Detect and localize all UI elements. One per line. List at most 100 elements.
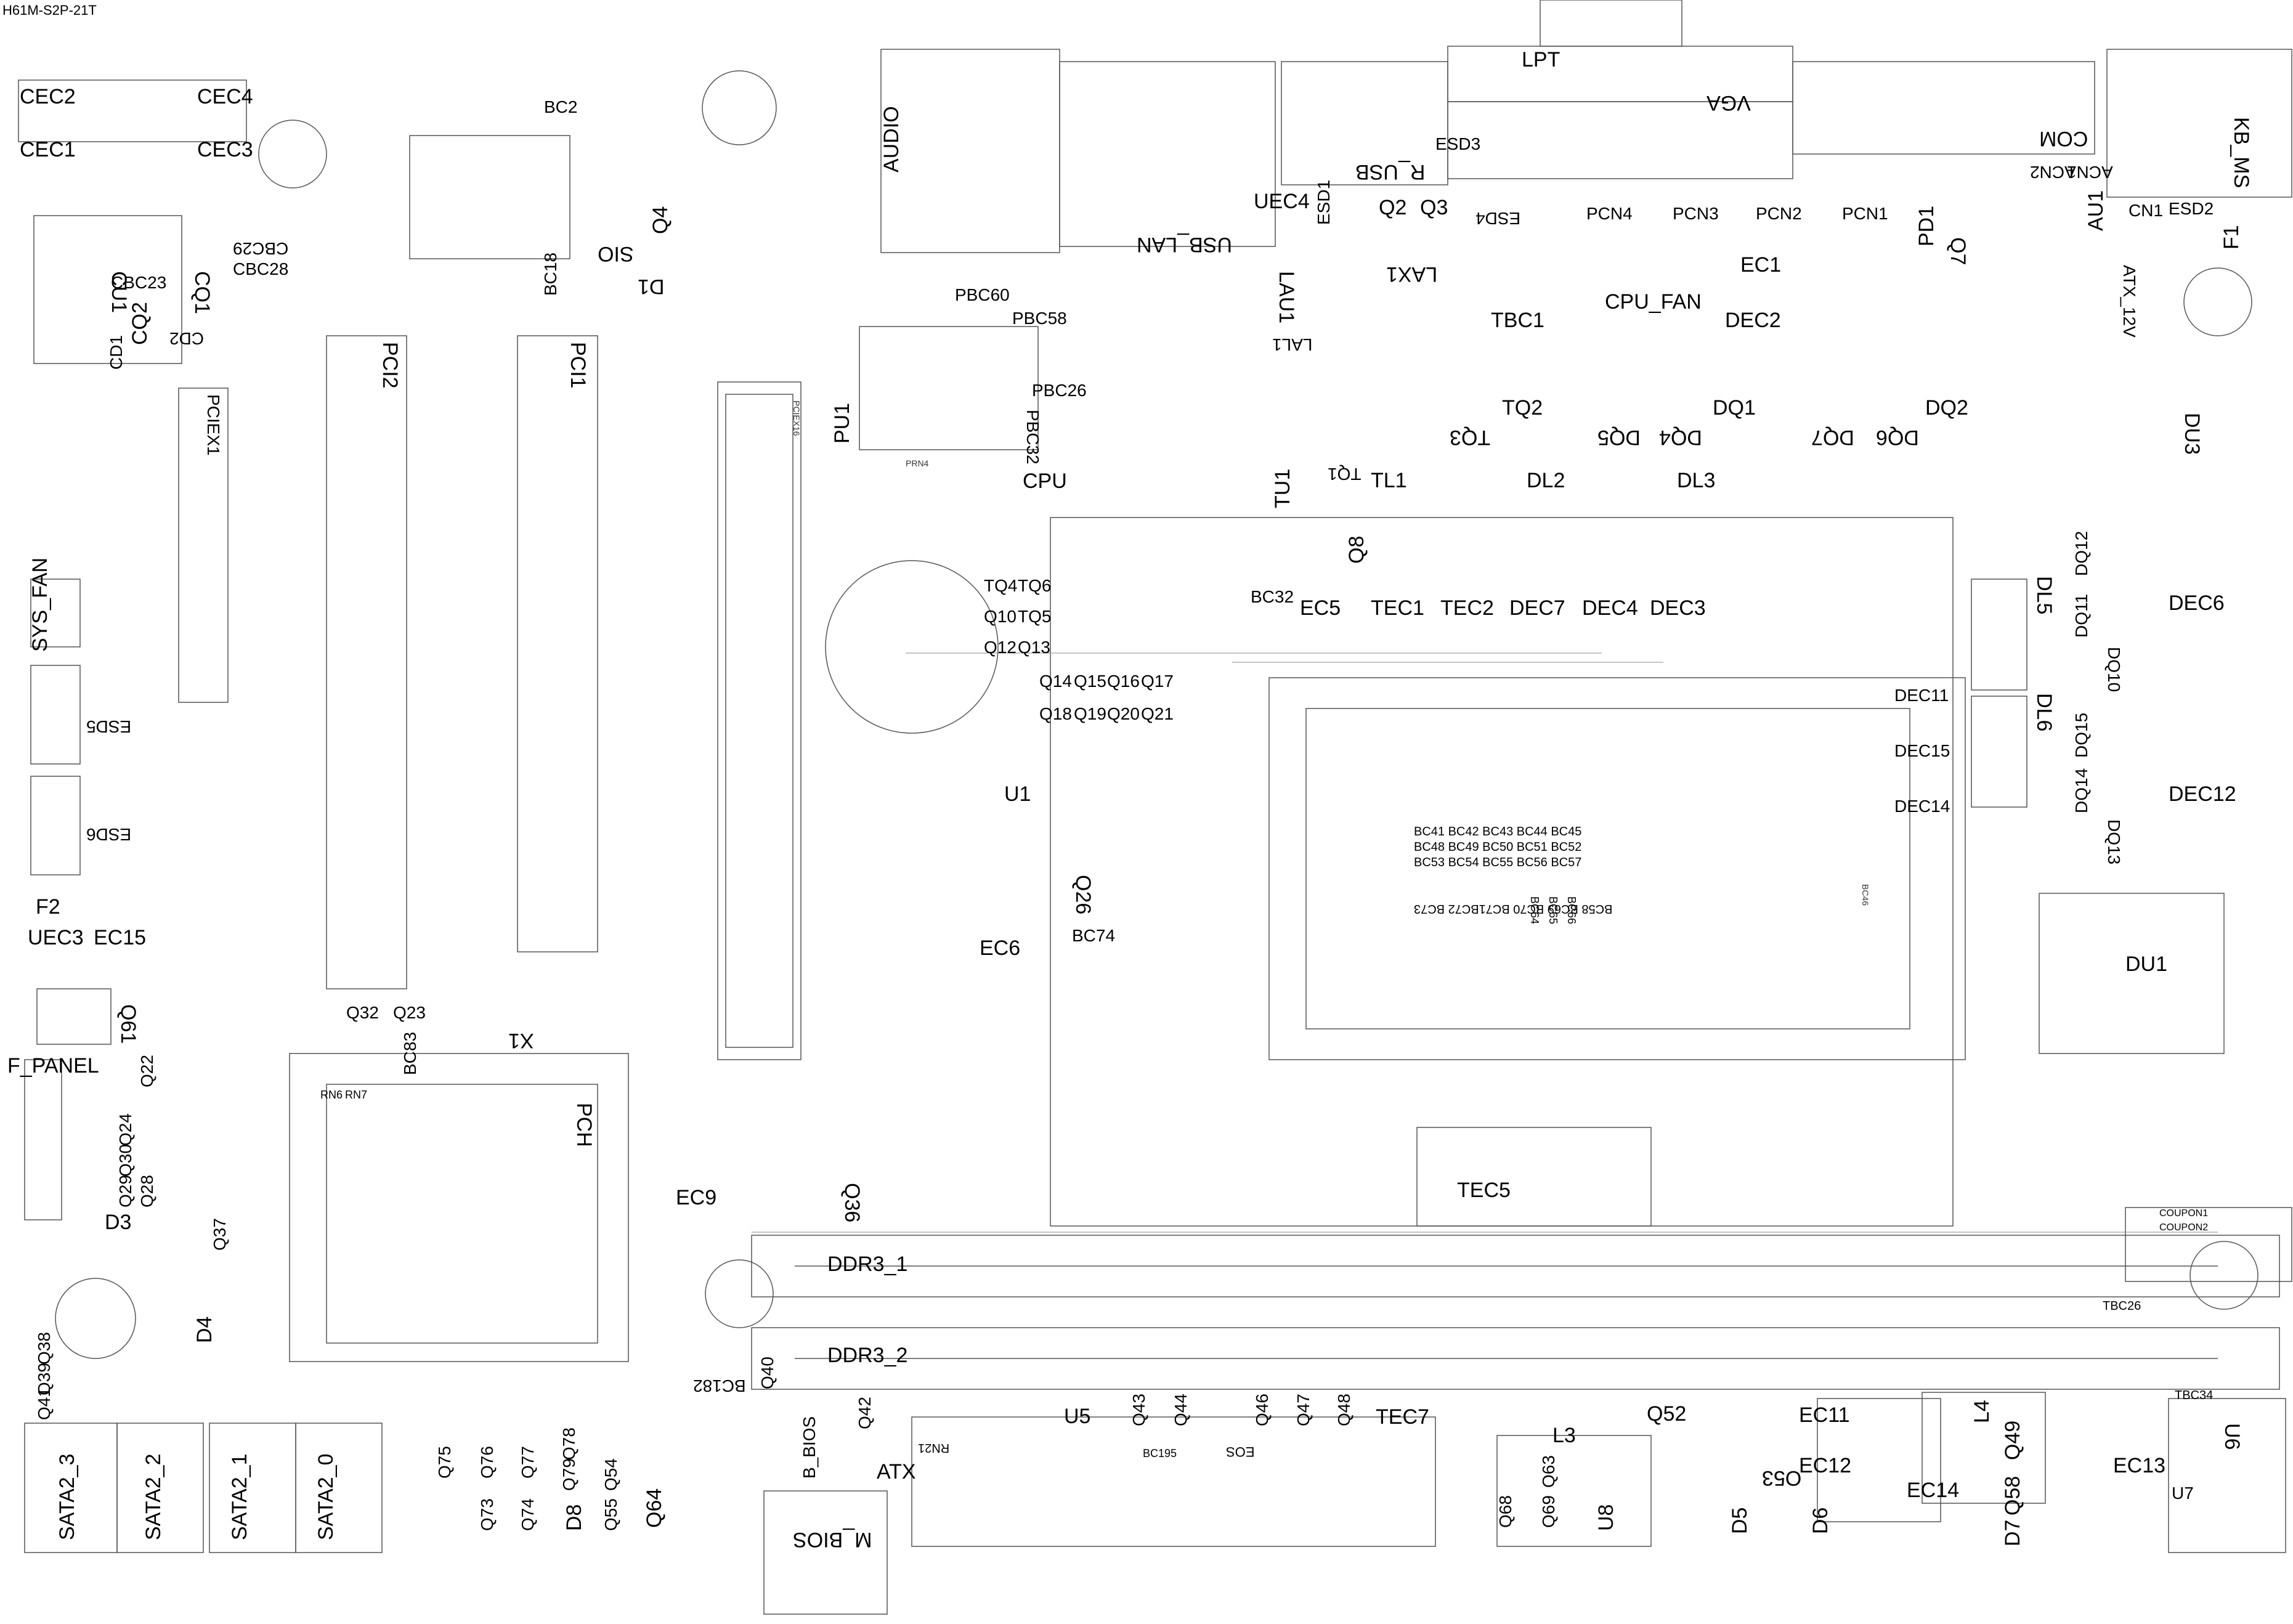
label-d8: D8 <box>562 1504 586 1531</box>
label-q29: Q29 <box>116 1175 135 1208</box>
label-pbc58: PBC58 <box>1012 309 1067 328</box>
label-f-panel: F_PANEL <box>7 1054 99 1078</box>
label-q42: Q42 <box>855 1397 874 1429</box>
label-q54: Q54 <box>601 1458 620 1491</box>
label-esd1: ESD1 <box>1314 179 1333 225</box>
sata2-0 <box>296 1423 382 1553</box>
pci1-slot <box>517 336 598 952</box>
label-q76: Q76 <box>477 1446 497 1479</box>
label-pci1: PCI1 <box>566 342 590 389</box>
sys-fan-header <box>31 579 80 647</box>
label-dq13: DQ13 <box>2104 819 2124 865</box>
label-coupon1: COUPON1 <box>2159 1208 2209 1219</box>
esd6-area <box>31 776 80 875</box>
label-q22: Q22 <box>137 1055 156 1087</box>
label-cd1: CD1 <box>107 335 126 370</box>
label-rn6: RN6 <box>320 1089 343 1101</box>
label-q36: Q36 <box>840 1183 864 1223</box>
label-q77: Q77 <box>518 1446 537 1479</box>
label-esd5: ESD5 <box>86 717 132 736</box>
label-tec7: TEC7 <box>1376 1405 1429 1429</box>
label-lpt: LPT <box>1522 48 1560 71</box>
label-tq3: TQ3 <box>1450 426 1491 449</box>
label-bc-row3: BC53 BC54 BC55 BC56 BC57 <box>1414 856 1582 869</box>
label-bc65: BC65 <box>1547 896 1559 925</box>
board-model-title: H61M-S2P-21T <box>2 2 97 18</box>
label-q58: Q58 <box>2001 1476 2024 1516</box>
label-pciex1: PCIEX1 <box>204 394 223 456</box>
label-lau1: LAU1 <box>1275 271 1298 324</box>
pu1-area <box>859 327 1038 450</box>
dl6-inductor <box>1971 696 2027 807</box>
label-dl5: DL5 <box>2032 576 2056 615</box>
lpt-bracket <box>1540 0 1682 46</box>
label-ec13: EC13 <box>2113 1454 2166 1477</box>
pciex1-slot <box>179 388 228 702</box>
label-ec11: EC11 <box>1799 1403 1850 1427</box>
label-pcn3: PCN3 <box>1673 204 1719 223</box>
mounting-hole-bottom-left <box>55 1278 136 1358</box>
label-l4: L4 <box>1970 1400 1994 1423</box>
label-q4: Q4 <box>649 206 672 234</box>
label-esd2: ESD2 <box>2169 199 2214 218</box>
cec-area <box>18 80 246 142</box>
label-cbc28: CBC28 <box>233 259 289 278</box>
label-bc182: BC182 <box>693 1376 746 1395</box>
label-q63: Q63 <box>1539 1455 1558 1488</box>
label-bc-row1: BC41 BC42 BC43 BC44 BC45 <box>1414 825 1582 838</box>
label-q64: Q64 <box>643 1488 666 1528</box>
label-q75: Q75 <box>435 1446 454 1479</box>
label-cn1: CN1 <box>2129 201 2164 220</box>
pch-outer <box>290 1054 628 1362</box>
ddr3-1-slot <box>752 1235 2279 1297</box>
label-atx: ATX <box>877 1460 916 1484</box>
label-tq1: TQ1 <box>1328 465 1362 484</box>
label-m-bios: M_BIOS <box>793 1528 872 1551</box>
label-q30: Q30 <box>116 1144 135 1177</box>
label-uec3: UEC3 <box>28 926 84 949</box>
label-q7: Q7 <box>1946 237 1970 266</box>
label-pciex16: PCIEX16 <box>792 400 802 436</box>
label-q20: Q20 <box>1107 704 1140 723</box>
l3-inductor <box>1497 1435 1651 1546</box>
label-dq5: DQ5 <box>1597 426 1641 449</box>
label-dl2: DL2 <box>1527 469 1565 492</box>
cpu-socket-outline <box>1050 518 1953 1226</box>
label-atx-12v: ATX_12V <box>2120 265 2139 338</box>
label-dec12: DEC12 <box>2169 782 2236 806</box>
label-dq6: DQ6 <box>1876 426 1919 449</box>
label-f1: F1 <box>2220 225 2243 250</box>
label-q48: Q48 <box>1334 1394 1353 1426</box>
label-q44: Q44 <box>1171 1394 1190 1426</box>
label-q32: Q32 <box>346 1003 379 1022</box>
label-q14: Q14 <box>1039 672 1072 691</box>
label-d3: D3 <box>105 1211 132 1234</box>
label-pci2: PCI2 <box>378 342 402 389</box>
label-com: COM <box>2039 127 2088 150</box>
label-q78: Q78 <box>559 1427 578 1460</box>
label-bc-row2: BC48 BC49 BC50 BC51 BC52 <box>1414 840 1582 854</box>
label-d1: D1 <box>638 275 665 298</box>
label-q74: Q74 <box>518 1498 537 1531</box>
label-kb-ms: KB_MS <box>2230 117 2253 189</box>
label-ec12: EC12 <box>1799 1454 1852 1477</box>
label-bc46: BC46 <box>1861 884 1870 906</box>
l4-inductor <box>1922 1392 2045 1503</box>
label-dq15: DQ15 <box>2072 712 2091 758</box>
label-dq10: DQ10 <box>2104 647 2124 692</box>
label-bc-row4: BC58 BC69 BC70 BC71BC72 BC73 <box>1414 902 1613 916</box>
label-du1: DU1 <box>2125 952 2168 976</box>
label-q10: Q10 <box>984 607 1017 626</box>
u6-area <box>2169 1399 2286 1553</box>
mounting-hole-bottom-mid <box>705 1260 773 1328</box>
usb-lan-block <box>1060 62 1275 246</box>
label-d6: D6 <box>1809 1507 1832 1534</box>
mounting-hole-right <box>2190 1241 2258 1309</box>
label-q41: Q41 <box>34 1387 54 1420</box>
label-usb-lan: USB_LAN <box>1137 233 1232 256</box>
label-bc83: BC83 <box>400 1031 420 1075</box>
label-q40: Q40 <box>758 1357 777 1389</box>
label-cec1: CEC1 <box>20 138 76 161</box>
label-dq1: DQ1 <box>1713 396 1756 420</box>
label-tq4: TQ4 <box>984 576 1018 595</box>
